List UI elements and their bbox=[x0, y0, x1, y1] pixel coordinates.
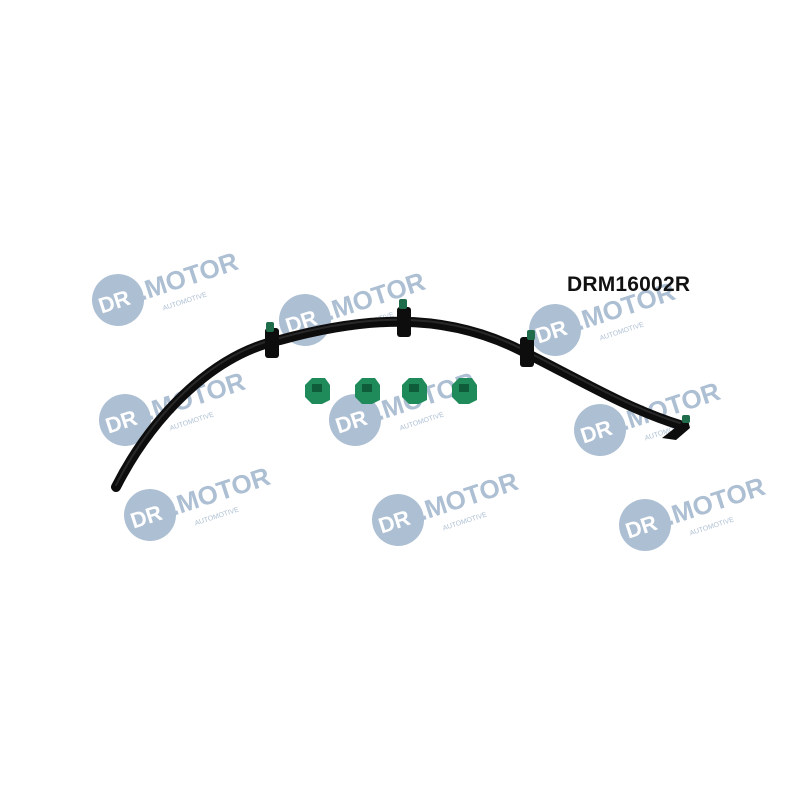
fuel-return-hose bbox=[111, 316, 690, 492]
clip-2 bbox=[355, 378, 380, 404]
retaining-clips bbox=[305, 378, 477, 404]
part-number-label: DRM16002R bbox=[567, 273, 691, 296]
connector-2 bbox=[397, 299, 411, 337]
connector-1 bbox=[265, 322, 279, 358]
clip-4 bbox=[452, 378, 477, 404]
clip-1 bbox=[305, 378, 330, 404]
connector-3 bbox=[520, 330, 535, 367]
hose-connectors bbox=[265, 299, 535, 367]
clip-3 bbox=[402, 378, 427, 404]
